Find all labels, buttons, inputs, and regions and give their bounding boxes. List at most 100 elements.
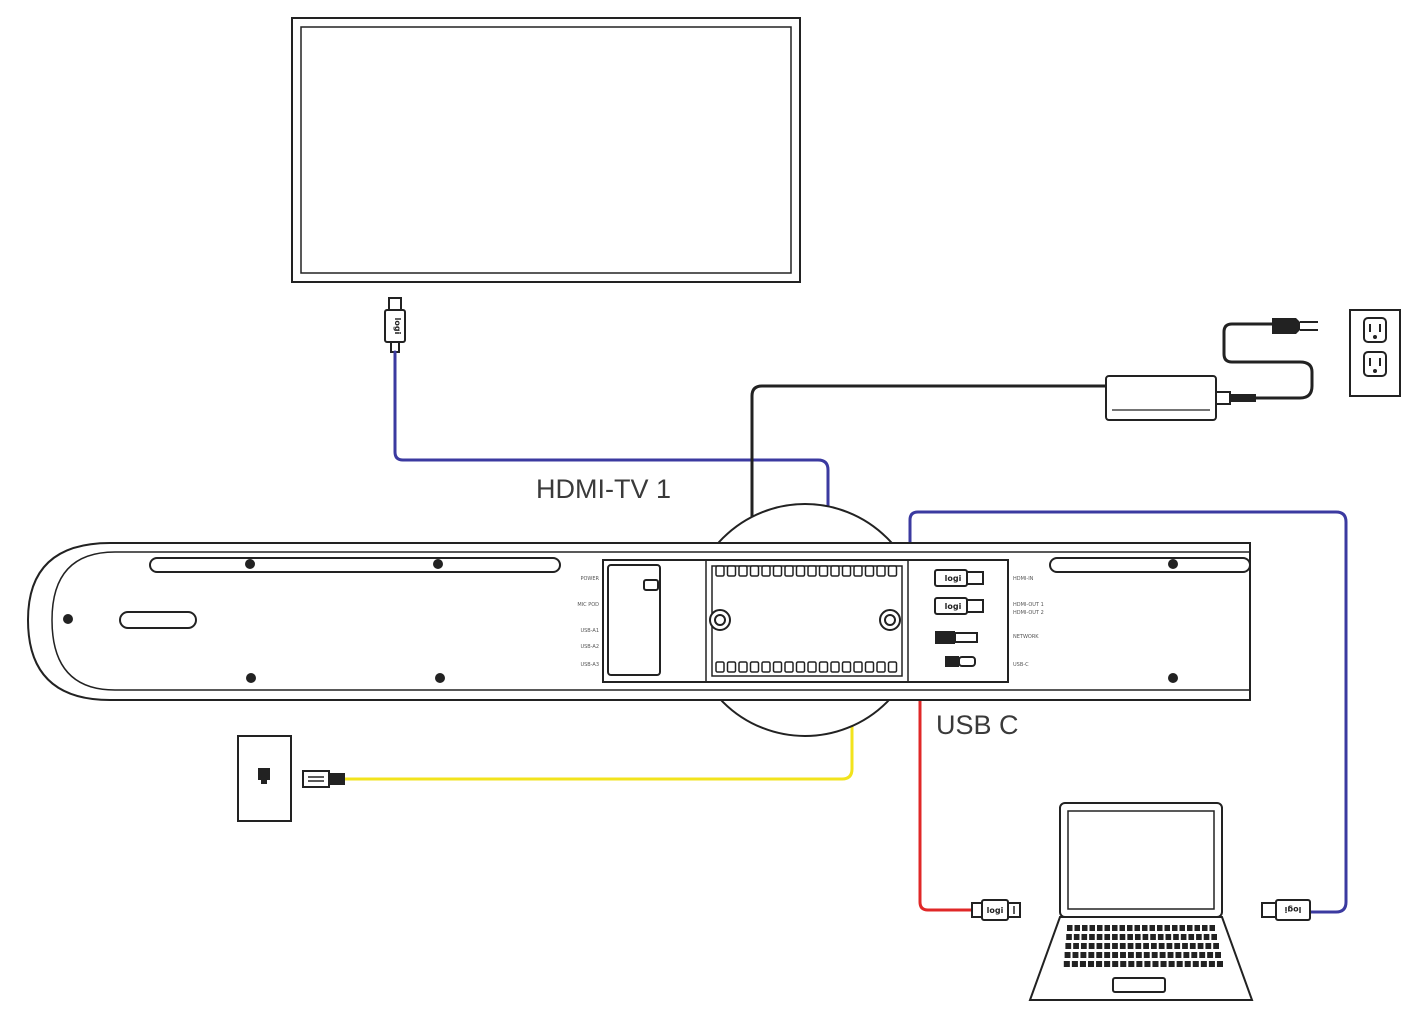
tv-display-icon xyxy=(291,17,801,283)
laptop-key xyxy=(1127,952,1134,958)
vent-slot xyxy=(864,565,875,577)
port-label-hdmi-out-1: HDMI-OUT 1 xyxy=(1013,602,1044,608)
power-plug-icon xyxy=(643,579,659,591)
vent-slot xyxy=(772,565,783,577)
vent-slot xyxy=(749,565,760,577)
vent-slot xyxy=(864,661,875,673)
vent-slot xyxy=(830,565,840,577)
laptop-key xyxy=(1120,961,1127,967)
vent-slot xyxy=(784,661,794,673)
laptop-key xyxy=(1074,925,1080,931)
laptop-key xyxy=(1119,943,1126,949)
laptop-key xyxy=(1191,952,1198,958)
port-label-hdmi-in: HDMI-IN xyxy=(1013,576,1034,582)
hdmi-in-plug-icon: logi xyxy=(934,569,984,587)
laptop-key xyxy=(1192,961,1199,967)
laptop-key xyxy=(1196,934,1202,940)
hdmi-tv-label: HDMI-TV 1 xyxy=(536,474,671,504)
laptop-key xyxy=(1087,961,1095,967)
laptop-key xyxy=(1200,961,1207,967)
laptop-key xyxy=(1209,925,1215,931)
port-label-hdmi-out-2: HDMI-OUT 2 xyxy=(1013,610,1044,616)
laptop-key xyxy=(1127,934,1133,940)
laptop-key xyxy=(1066,934,1072,940)
vent-slot xyxy=(853,661,863,673)
laptop-key xyxy=(1172,925,1178,931)
plug-brand-label: logi xyxy=(1284,905,1301,914)
power-cord xyxy=(1213,322,1314,400)
laptop-key xyxy=(1104,952,1111,958)
laptop-key xyxy=(1144,961,1151,967)
laptop-key xyxy=(1135,943,1142,949)
vent-slot xyxy=(784,565,794,577)
usb-plug-laptop-icon: logi xyxy=(971,899,1021,921)
laptop-key xyxy=(1151,952,1158,958)
laptop-key xyxy=(1120,952,1126,958)
port-label-usb-c: USB-C xyxy=(1013,662,1029,668)
laptop-key xyxy=(1096,934,1103,940)
laptop-key xyxy=(1097,925,1103,931)
hdmi-plug-laptop-icon: logi xyxy=(1261,899,1311,921)
laptop-key xyxy=(1199,952,1206,958)
laptop-key xyxy=(1073,943,1079,949)
ethernet-wall-jack-icon xyxy=(237,735,292,822)
laptop-key xyxy=(1104,943,1111,949)
port-label-mic-pod: MIC POD xyxy=(577,602,599,608)
hdmi-plug-tv-icon: logi xyxy=(384,297,406,353)
laptop-key xyxy=(1150,934,1156,940)
laptop-key xyxy=(1160,961,1167,967)
port-label-usb-a1: USB-A1 xyxy=(580,628,599,634)
laptop-key xyxy=(1202,925,1208,931)
ethernet-plug-bar-icon xyxy=(935,631,978,644)
vent-slot xyxy=(738,661,748,673)
laptop-key xyxy=(1096,952,1103,958)
laptop-key xyxy=(1211,934,1217,940)
vent-slot xyxy=(830,661,840,673)
laptop-key xyxy=(1176,961,1183,967)
laptop-key xyxy=(1082,925,1088,931)
laptop-key xyxy=(1142,925,1148,931)
video-bar-icon: POWER MIC POD USB-A1 USB-A2 USB-A3 HDMI-… xyxy=(26,503,1251,737)
vent-slot xyxy=(807,661,817,673)
laptop-key xyxy=(1128,961,1135,967)
laptop-key xyxy=(1112,961,1119,967)
vent-slot xyxy=(795,565,806,577)
laptop-key xyxy=(1149,925,1155,931)
laptop-key xyxy=(1112,925,1118,931)
laptop-key xyxy=(1088,952,1095,958)
laptop-key xyxy=(1164,925,1170,931)
vent-slot xyxy=(795,661,806,673)
port-label-usb-a3: USB-A3 xyxy=(580,662,599,668)
laptop-key xyxy=(1096,961,1103,967)
laptop-key xyxy=(1183,952,1190,958)
vent-slot xyxy=(738,565,748,577)
laptop-key xyxy=(1112,952,1119,958)
vent-slot xyxy=(841,661,852,673)
ac-plug-icon xyxy=(1272,318,1318,334)
vent-slot xyxy=(876,565,886,577)
laptop-key xyxy=(1143,943,1149,949)
laptop-key xyxy=(1104,934,1111,940)
laptop-key xyxy=(1157,925,1163,931)
port-label-power: POWER xyxy=(580,576,599,582)
vent-slot xyxy=(807,565,817,577)
laptop-key xyxy=(1134,925,1140,931)
laptop-key xyxy=(1112,943,1118,949)
laptop-key xyxy=(1213,943,1219,949)
laptop-key xyxy=(1197,943,1204,949)
laptop-key xyxy=(1119,925,1125,931)
laptop-key xyxy=(1168,961,1175,967)
laptop-key xyxy=(1134,934,1141,940)
laptop-key xyxy=(1104,925,1110,931)
laptop-key xyxy=(1080,943,1087,949)
laptop-key xyxy=(1159,952,1166,958)
vent-grille xyxy=(715,565,898,673)
vent-slot xyxy=(726,661,737,673)
laptop-key xyxy=(1073,934,1080,940)
laptop-key xyxy=(1063,961,1070,967)
plug-brand-label: logi xyxy=(945,602,962,611)
hdmi-out-plug-icon: logi xyxy=(934,597,984,615)
laptop-key xyxy=(1152,961,1159,967)
laptop-key xyxy=(1072,952,1079,958)
laptop-key xyxy=(1215,952,1221,958)
